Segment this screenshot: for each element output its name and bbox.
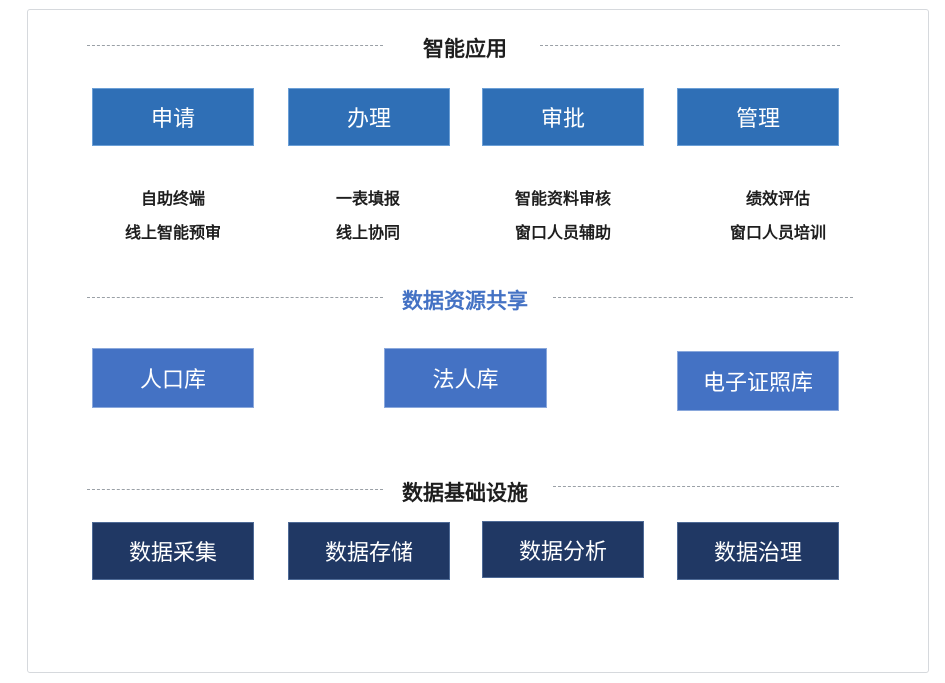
box-manage: 管理	[677, 88, 839, 146]
box-apply: 申请	[92, 88, 254, 146]
sub-item: 自助终端	[140, 189, 205, 208]
box-e-license-db: 电子证照库	[677, 351, 839, 411]
sub-list-handle: 一表填报 线上协同	[268, 182, 468, 250]
sub-item: 窗口人员培训	[729, 223, 826, 242]
divider-left-smart-app	[87, 45, 383, 46]
divider-right-data-sharing	[553, 297, 853, 298]
box-data-governance: 数据治理	[677, 522, 839, 580]
section-title-data-infra: 数据基础设施	[402, 481, 528, 505]
sub-list-manage: 绩效评估 窗口人员培训	[678, 182, 878, 250]
sub-list-approve: 智能资料审核 窗口人员辅助	[463, 182, 663, 250]
sub-item: 绩效评估	[745, 189, 810, 208]
section-title-data-sharing: 数据资源共享	[402, 289, 528, 313]
box-legal-person-db: 法人库	[384, 348, 547, 408]
box-population-db: 人口库	[92, 348, 254, 408]
divider-right-data-infra	[553, 486, 839, 487]
box-data-analysis: 数据分析	[482, 521, 644, 578]
divider-left-data-sharing	[87, 297, 383, 298]
section-title-smart-app: 智能应用	[423, 37, 507, 61]
divider-right-smart-app	[540, 45, 840, 46]
box-approve: 审批	[482, 88, 644, 146]
divider-left-data-infra	[87, 489, 383, 490]
box-handle: 办理	[288, 88, 450, 146]
sub-item: 线上智能预审	[124, 223, 221, 242]
box-data-collection: 数据采集	[92, 522, 254, 580]
sub-list-apply: 自助终端 线上智能预审	[73, 182, 273, 250]
sub-item: 一表填报	[335, 189, 400, 208]
sub-item: 智能资料审核	[514, 189, 611, 208]
box-data-storage: 数据存储	[288, 522, 450, 580]
sub-item: 线上协同	[335, 223, 400, 242]
sub-item: 窗口人员辅助	[514, 223, 611, 242]
